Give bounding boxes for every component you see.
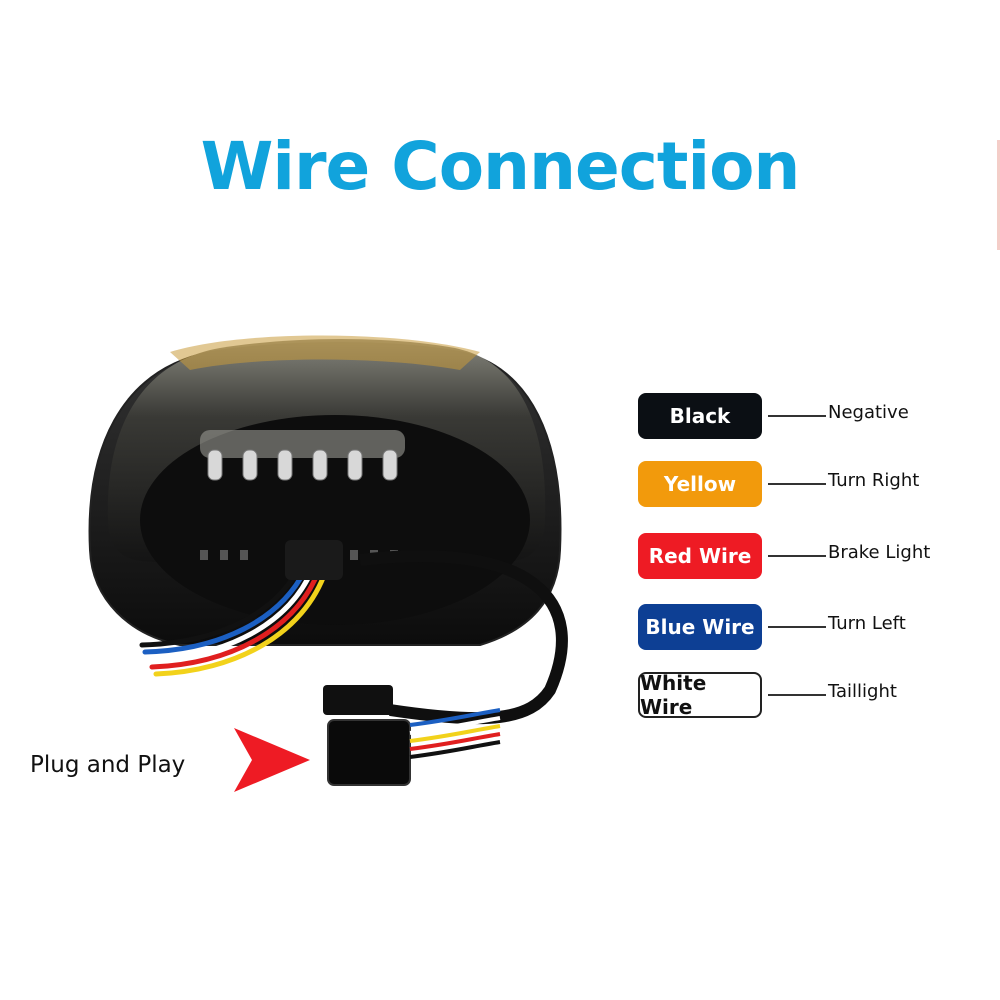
legend-connector-line	[768, 694, 826, 696]
wire-label-white: White Wire	[638, 671, 762, 719]
function-label-turn-left: Turn Left	[828, 613, 906, 634]
wire-bundle-left	[139, 567, 329, 677]
legend-connector-line	[768, 626, 826, 628]
legend-row-red: Red Wire Brake Light	[638, 533, 978, 579]
wire-grommet	[285, 540, 343, 580]
connector-plug	[327, 719, 411, 786]
legend-row-yellow: Yellow Turn Right	[638, 461, 978, 507]
function-label-brake-light: Brake Light	[828, 542, 931, 563]
function-label-turn-right: Turn Right	[828, 470, 920, 491]
function-label-negative: Negative	[828, 402, 909, 423]
function-label-taillight: Taillight	[828, 681, 897, 702]
page-title: Wire Connection	[200, 128, 801, 205]
wire-bundle-plug	[409, 708, 501, 759]
edge-decoration	[997, 140, 1000, 250]
lens-highlight-shape	[170, 335, 480, 370]
legend-row-black: Black Negative	[638, 393, 978, 439]
plug-and-play-label: Plug and Play	[30, 752, 186, 778]
connector-upper	[323, 685, 393, 715]
led-array	[207, 449, 398, 481]
wire-label-blue: Blue Wire	[638, 604, 762, 650]
legend-connector-line	[768, 555, 826, 557]
legend-connector-line	[768, 483, 826, 485]
legend-row-white: White Wire Taillight	[638, 671, 978, 719]
sheathed-cable	[359, 550, 568, 725]
wire-label-black: Black	[638, 393, 762, 439]
wire-label-yellow: Yellow	[638, 461, 762, 507]
led-board-shape	[140, 415, 530, 625]
legend-row-blue: Blue Wire Turn Left	[638, 604, 978, 650]
reflector-strip	[200, 430, 405, 458]
legend-connector-line	[768, 415, 826, 417]
led-tail-light-image	[88, 335, 568, 786]
red-arrow-icon	[234, 728, 310, 792]
wire-label-red: Red Wire	[638, 533, 762, 579]
